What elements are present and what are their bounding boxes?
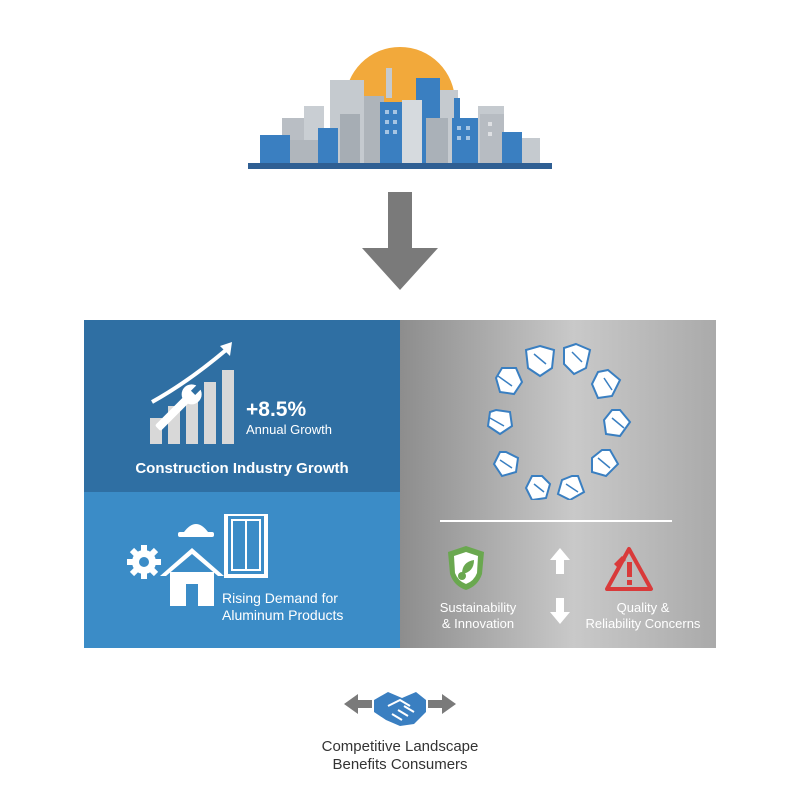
window-frame-icon: [224, 514, 268, 578]
sustainability-label: Sustainability & Innovation: [418, 600, 538, 632]
green-shield-leaf-icon: [448, 546, 484, 590]
demand-label: Rising Demand for Aluminum Products: [222, 590, 343, 624]
gear-icon: [127, 545, 161, 579]
growth-title: Construction Industry Growth: [135, 460, 349, 477]
up-arrow-icon: [550, 548, 570, 574]
sustainability-label-line2: & Innovation: [441, 616, 515, 631]
aluminum-demand-section: [84, 492, 400, 648]
quality-label: Quality & Reliability Concerns: [570, 600, 716, 632]
growth-chart-wrench-icon: [150, 342, 234, 444]
quality-label-line2: Reliability Concerns: [585, 616, 701, 631]
warning-triangle-icon: [605, 547, 653, 591]
house-icon: [160, 548, 224, 606]
market-factors-section: [400, 320, 716, 648]
handshake-icon: [344, 684, 456, 728]
down-small-arrow-icon: [550, 598, 570, 624]
industry-growth-section: [84, 320, 400, 492]
outcome-label-line1: Competitive Landscape: [321, 738, 479, 755]
hard-hat-icon: [178, 524, 214, 537]
sustainability-label-line1: Sustainability: [439, 600, 517, 615]
demand-label-line2: Aluminum Products: [222, 607, 344, 623]
growth-value: +8.5%: [246, 398, 307, 421]
down-arrow-icon: [362, 192, 438, 292]
demand-icons: [127, 514, 268, 606]
summary-panel: [84, 320, 716, 648]
demand-label-line1: Rising Demand for: [222, 590, 338, 606]
outcome-label-line2: Benefits Consumers: [332, 756, 468, 773]
divider-line: [440, 520, 672, 522]
shield-badge-ring-icon: [486, 342, 632, 500]
city-skyline-icon: [240, 40, 560, 175]
growth-caption: Annual Growth: [246, 422, 332, 437]
outcome-label: Competitive Landscape Benefits Consumers: [250, 738, 550, 774]
quality-label-line1: Quality &: [616, 600, 670, 615]
